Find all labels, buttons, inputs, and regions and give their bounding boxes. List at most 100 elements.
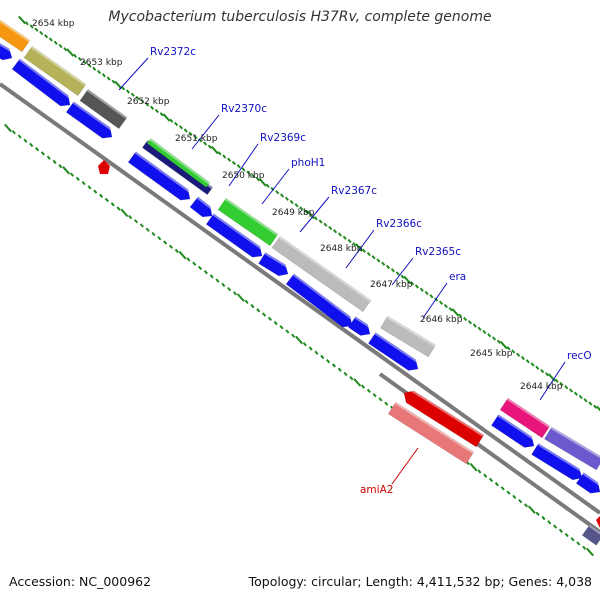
feature-blue [367,332,422,371]
gene-label-rv2369c[interactable]: Rv2369c [260,132,306,144]
feature-darkgray [79,88,128,130]
gene-label-rv2367c[interactable]: Rv2367c [331,185,377,197]
tick-mark [11,130,16,135]
tick-mark [99,193,104,198]
gene-label-rv2372c[interactable]: Rv2372c [150,46,196,58]
gene-label-phoh1[interactable]: phoH1 [291,157,325,169]
feature-body [127,151,191,201]
feature-blue [0,41,16,61]
tick-mark [46,155,51,160]
tick-mark [207,144,212,149]
tick-mark [569,388,574,393]
tick-mark [318,219,323,224]
feature-body [387,401,475,465]
gene-label-rv2366c[interactable]: Rv2366c [376,218,422,230]
tick-mark [255,177,261,182]
tick-mark [337,232,342,237]
tick-mark [24,21,29,26]
gene-label-rv2365c[interactable]: Rv2365c [415,246,461,258]
tick-mark [35,147,40,152]
tick-mark [576,541,581,546]
tick-mark [279,325,284,330]
tick-mark [39,30,44,36]
red-marker [98,160,110,174]
tick-mark [222,154,227,159]
feature-highlight [72,101,116,134]
feature-highlight [386,316,436,347]
tick-mark [384,401,389,406]
tick-mark [438,300,444,305]
tick-mark [265,183,270,188]
tick-mark [525,359,530,364]
tick-mark [188,131,193,136]
feature-body [189,196,213,218]
tick-mark [168,244,174,249]
feature-highlight [374,332,422,366]
tick-mark [69,172,75,177]
tick-mark [128,214,133,220]
feature-red [403,387,485,448]
tick-mark [414,284,420,289]
tick-mark [386,264,391,270]
tick-mark [258,178,267,187]
feature-blue [11,58,74,107]
tick-mark [66,48,75,57]
accession-text: Accession: NC_000962 [9,574,152,589]
tick-mark [244,299,249,304]
tick-mark [302,342,307,347]
tick-mark [133,219,139,224]
tick-mark [82,60,87,65]
tick-mark [578,394,583,400]
gene-label-rv2370c[interactable]: Rv2370c [221,103,267,115]
tick-mark [162,113,171,122]
tick-mark [472,323,477,328]
tick-mark [343,371,348,377]
tick-mark [4,123,12,133]
tick-mark [104,197,109,203]
feature-highlight [264,252,292,271]
tick-mark [544,372,550,377]
tick-mark [518,498,523,504]
tick-mark [106,76,111,81]
feature-body [0,18,31,53]
tick-mark [154,108,159,114]
tick-mark [328,225,333,231]
tick-mark [400,274,405,279]
tick-mark [256,308,261,313]
tick-mark [291,333,296,338]
leader-line [261,168,290,205]
tick-mark [246,170,251,175]
feature-blue [285,273,356,328]
tick-mark [75,176,80,182]
leader-line [299,196,330,233]
tick-mark [582,545,587,550]
tick-mark [87,185,92,190]
tick-mark [217,151,222,156]
tick-mark [304,209,309,214]
leader-line [391,447,419,485]
tick-mark [241,167,246,172]
tick-mark [34,27,39,32]
feature-body [285,273,353,328]
tick-mark [547,520,552,525]
kbp-label: 2653 kbp [80,58,123,68]
leader-line [191,114,220,150]
tick-mark [186,257,191,262]
gene-label-era[interactable]: era [449,271,466,283]
tick-mark [506,346,511,351]
feature-highlight [497,414,538,443]
gene-label-amia2[interactable]: amiA2 [360,484,393,496]
tick-mark [62,166,71,175]
tick-mark [360,384,366,389]
tick-mark [174,121,179,127]
feature-body [146,138,211,188]
gene-label-reco[interactable]: recO [567,350,592,362]
leader-line [228,143,259,187]
tick-mark [535,365,540,370]
tick-mark [489,477,494,483]
tick-mark [483,473,488,478]
tick-mark [81,180,86,186]
tick-mark [215,278,220,283]
tick-mark [262,312,267,317]
